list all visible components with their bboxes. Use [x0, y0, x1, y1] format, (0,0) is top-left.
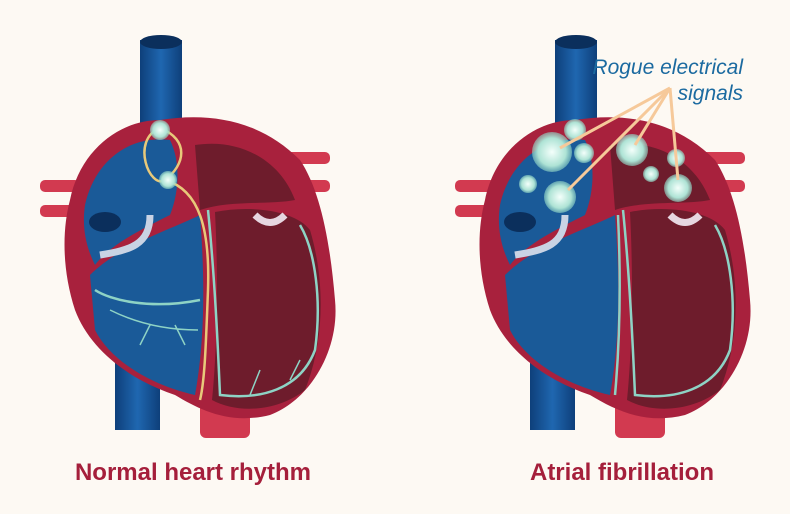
- afib-conduction-pathway: [613, 209, 734, 398]
- normal-rhythm-caption: Normal heart rhythm: [75, 459, 311, 486]
- sinoatrial-node: [150, 120, 170, 140]
- annotation-label-line1: Rogue electrical: [592, 56, 744, 79]
- normal-conduction-pathway: [94, 126, 319, 401]
- annotation-label-line2: signals: [678, 82, 744, 105]
- afib-caption: Atrial fibrillation: [530, 459, 714, 486]
- afib-heart-illustration: [455, 35, 751, 438]
- normal-heart-illustration: [40, 35, 336, 438]
- atrioventricular-node: [159, 171, 177, 189]
- annotation-arrows: [559, 86, 680, 192]
